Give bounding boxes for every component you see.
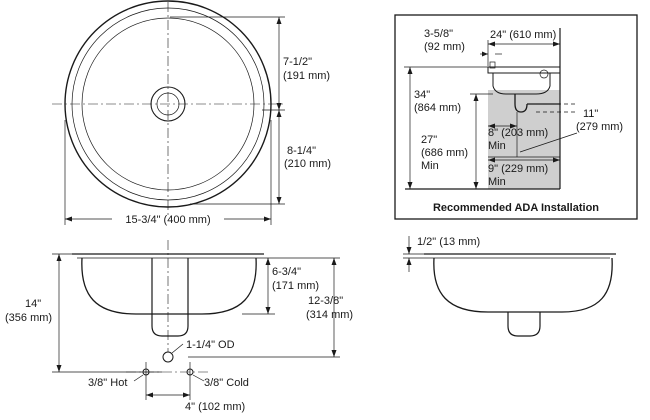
knee-arrow-top bbox=[473, 94, 479, 101]
apron-arrow-left bbox=[488, 123, 495, 129]
front-view: 14" (356 mm) 6-3/4" (171 mm) 12-3/8" (31… bbox=[5, 240, 353, 413]
bowl-depth-arrow-top bbox=[265, 258, 271, 265]
spacing-arrow-left bbox=[146, 392, 153, 398]
knee-clearance-zone bbox=[488, 90, 560, 157]
clearance-label: 11" bbox=[583, 108, 598, 120]
cold-label: 3/8" Cold bbox=[204, 377, 249, 389]
front-bowl-outline bbox=[81, 257, 257, 315]
setback-metric: (92 mm) bbox=[424, 41, 465, 53]
spacing-arrow-right bbox=[183, 392, 190, 398]
bowl-depth-arrow-bottom bbox=[265, 307, 271, 314]
side-rim-label: 1/2" (13 mm) bbox=[417, 236, 480, 248]
bowl-depth-metric: (171 mm) bbox=[272, 280, 319, 292]
setback-label: 3-5/8" bbox=[424, 28, 453, 40]
clearance-leader bbox=[519, 132, 578, 153]
faucet-base bbox=[489, 61, 496, 69]
total-height-arrow-bottom bbox=[56, 365, 62, 372]
countertop bbox=[487, 66, 561, 74]
p-trap bbox=[514, 94, 528, 113]
rim-height-arrow-bottom bbox=[407, 182, 413, 189]
side-rim-arrow-bottom bbox=[406, 258, 412, 265]
side-bowl-outline bbox=[433, 257, 613, 313]
width-arrow-left bbox=[65, 216, 72, 222]
apron-min: Min bbox=[488, 140, 506, 152]
rim-height-metric: (864 mm) bbox=[414, 102, 461, 114]
upper-depth-metric: (191 mm) bbox=[283, 70, 330, 82]
knee-min: Min bbox=[421, 160, 439, 172]
side-drain-body bbox=[507, 312, 541, 337]
knee-arrow-bottom bbox=[473, 182, 479, 189]
side-rim-arrow-top bbox=[406, 247, 412, 254]
toe-arrow-right bbox=[553, 157, 560, 163]
rim-height-arrow-top bbox=[407, 67, 413, 74]
drain-height-label: 12-3/8" bbox=[308, 295, 343, 307]
rim-height-label: 34" bbox=[414, 89, 430, 101]
spacing-label: 4" (102 mm) bbox=[185, 401, 245, 413]
top-dim-arrow-1 bbox=[276, 17, 282, 24]
side-view: 1/2" (13 mm) bbox=[403, 236, 616, 337]
ada-title: Recommended ADA Installation bbox=[433, 202, 599, 214]
total-height-metric: (356 mm) bbox=[5, 312, 52, 324]
knee-label: 27" bbox=[421, 134, 437, 146]
top-dim-arrow-4 bbox=[276, 197, 282, 204]
toe-min: Min bbox=[488, 176, 506, 188]
toe-clearance-zone bbox=[488, 157, 560, 189]
drain-od-leader bbox=[171, 343, 184, 354]
upper-depth-label: 7-1/2" bbox=[283, 56, 312, 68]
apron-arrow-right bbox=[510, 123, 517, 129]
drain-height-arrow-top bbox=[331, 258, 337, 265]
lower-depth-metric: (210 mm) bbox=[284, 158, 331, 170]
ada-sink-bowl bbox=[492, 73, 551, 95]
drain-od-label: 1-1/4" OD bbox=[186, 339, 235, 351]
cold-leader bbox=[192, 374, 205, 382]
toe-arrow-left bbox=[488, 157, 495, 163]
drain-height-arrow-bottom bbox=[331, 350, 337, 357]
top-dim-arrow-2 bbox=[276, 103, 282, 110]
counter-depth-arrow-left bbox=[488, 41, 495, 47]
top-dim-arrow-3 bbox=[276, 110, 282, 117]
ada-frame bbox=[394, 14, 638, 220]
bowl-depth-label: 6-3/4" bbox=[272, 266, 301, 278]
knee-metric: (686 mm) bbox=[421, 147, 468, 159]
width-arrow-right bbox=[264, 216, 271, 222]
front-drain-body bbox=[151, 258, 189, 337]
toe-label: 9" (229 mm) bbox=[488, 163, 548, 175]
total-height-label: 14" bbox=[25, 298, 41, 310]
overflow-circle bbox=[539, 69, 549, 79]
top-view: 15-3/4" (400 mm) 7-1/2" (191 mm) 8-1/4" … bbox=[52, 0, 331, 226]
counter-depth-label: 24" (610 mm) bbox=[490, 29, 556, 41]
drain-od-circle bbox=[162, 351, 174, 363]
counter-depth-arrow-right bbox=[553, 41, 560, 47]
top-width-label: 15-3/4" (400 mm) bbox=[125, 214, 210, 226]
drain-height-metric: (314 mm) bbox=[306, 309, 353, 321]
hot-label: 3/8" Hot bbox=[88, 377, 127, 389]
lower-depth-label: 8-1/4" bbox=[287, 145, 316, 157]
hot-leader bbox=[133, 374, 144, 382]
ada-installation-panel: 24" (610 mm) 3-5/8" (92 mm) 34" (864 mm)… bbox=[394, 14, 638, 220]
clearance-metric: (279 mm) bbox=[576, 121, 623, 133]
apron-label: 8" (203 mm) bbox=[488, 127, 548, 139]
total-height-arrow-top bbox=[56, 254, 62, 261]
setback-arrow bbox=[482, 51, 488, 57]
